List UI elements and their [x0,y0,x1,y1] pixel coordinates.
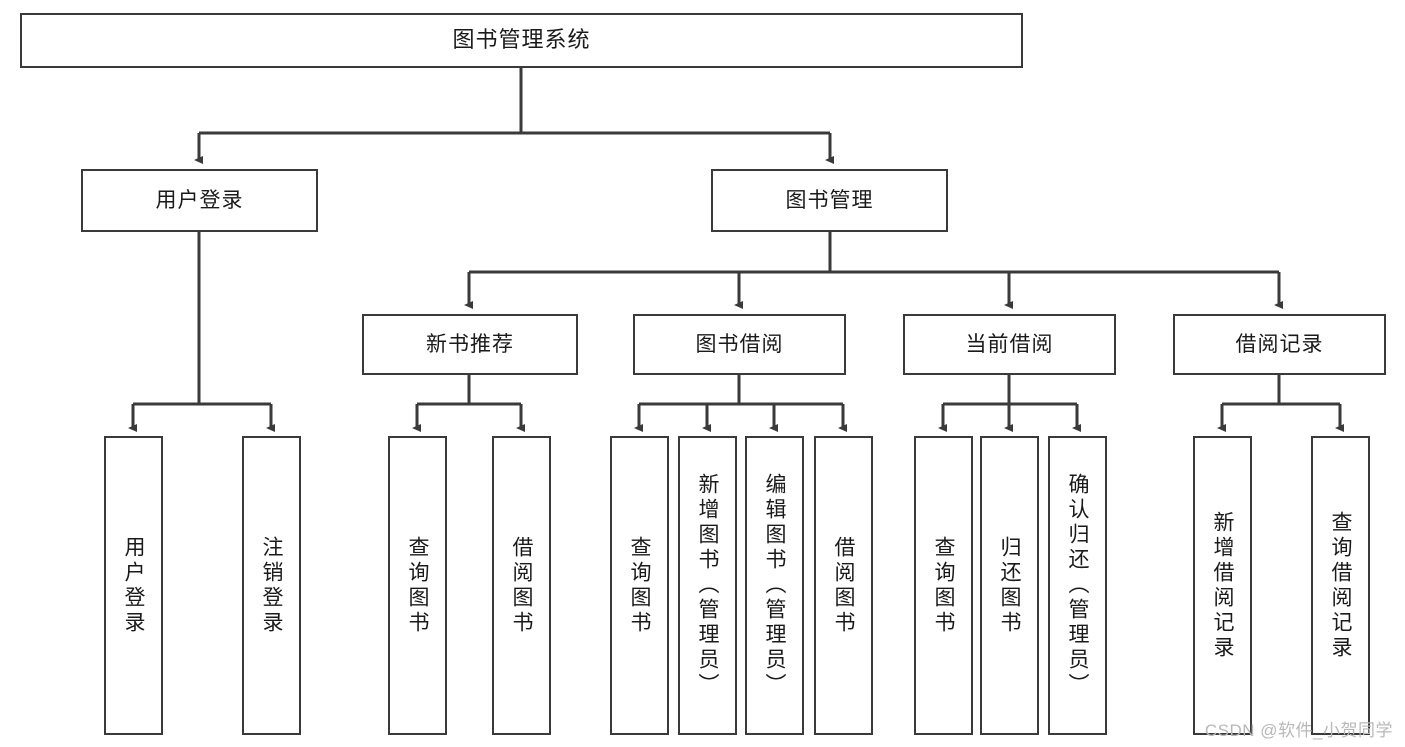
watermark-text: CSDN @软件_小贺同学 [1204,721,1393,740]
leaf-user-login[interactable]: 用户登录 [104,436,163,735]
leaf-label: 查询图书 [932,535,955,636]
leaf-logout[interactable]: 注销登录 [242,436,301,735]
leaf-add-borrow-record[interactable]: 新增借阅记录 [1193,436,1252,735]
leaf-label: 新增借阅记录 [1211,510,1234,661]
leaf-query-book-current[interactable]: 查询图书 [914,436,973,735]
leaf-confirm-return[interactable]: 确认归还（管理员） [1048,436,1107,735]
node-current-borrow[interactable]: 当前借阅 [903,314,1116,375]
leaf-label: 新增图书（管理员） [696,473,719,698]
leaf-label: 注销登录 [260,535,283,636]
leaf-query-book-recommend[interactable]: 查询图书 [388,436,447,735]
leaf-label: 借阅图书 [510,535,533,636]
node-book-management[interactable]: 图书管理 [711,169,948,232]
leaf-add-book[interactable]: 新增图书（管理员） [678,436,737,735]
leaf-label: 编辑图书（管理员） [763,473,786,698]
node-user-login[interactable]: 用户登录 [81,169,318,232]
leaf-label: 确认归还（管理员） [1066,473,1089,698]
leaf-label: 查询图书 [628,535,651,636]
leaf-borrow-book[interactable]: 借阅图书 [814,436,873,735]
node-borrow-record[interactable]: 借阅记录 [1173,314,1386,375]
leaf-return-book[interactable]: 归还图书 [980,436,1039,735]
node-root-system[interactable]: 图书管理系统 [20,13,1023,68]
leaf-borrow-book-recommend[interactable]: 借阅图书 [492,436,551,735]
node-new-book-recommend[interactable]: 新书推荐 [362,314,578,375]
leaf-label: 查询借阅记录 [1329,510,1352,661]
leaf-label: 查询图书 [406,535,429,636]
node-book-borrow[interactable]: 图书借阅 [633,314,846,375]
leaf-label: 用户登录 [122,535,145,636]
leaf-query-book-borrow[interactable]: 查询图书 [610,436,669,735]
leaf-label: 归还图书 [998,535,1021,636]
leaf-query-borrow-record[interactable]: 查询借阅记录 [1311,436,1370,735]
leaf-edit-book[interactable]: 编辑图书（管理员） [745,436,804,735]
leaf-label: 借阅图书 [832,535,855,636]
